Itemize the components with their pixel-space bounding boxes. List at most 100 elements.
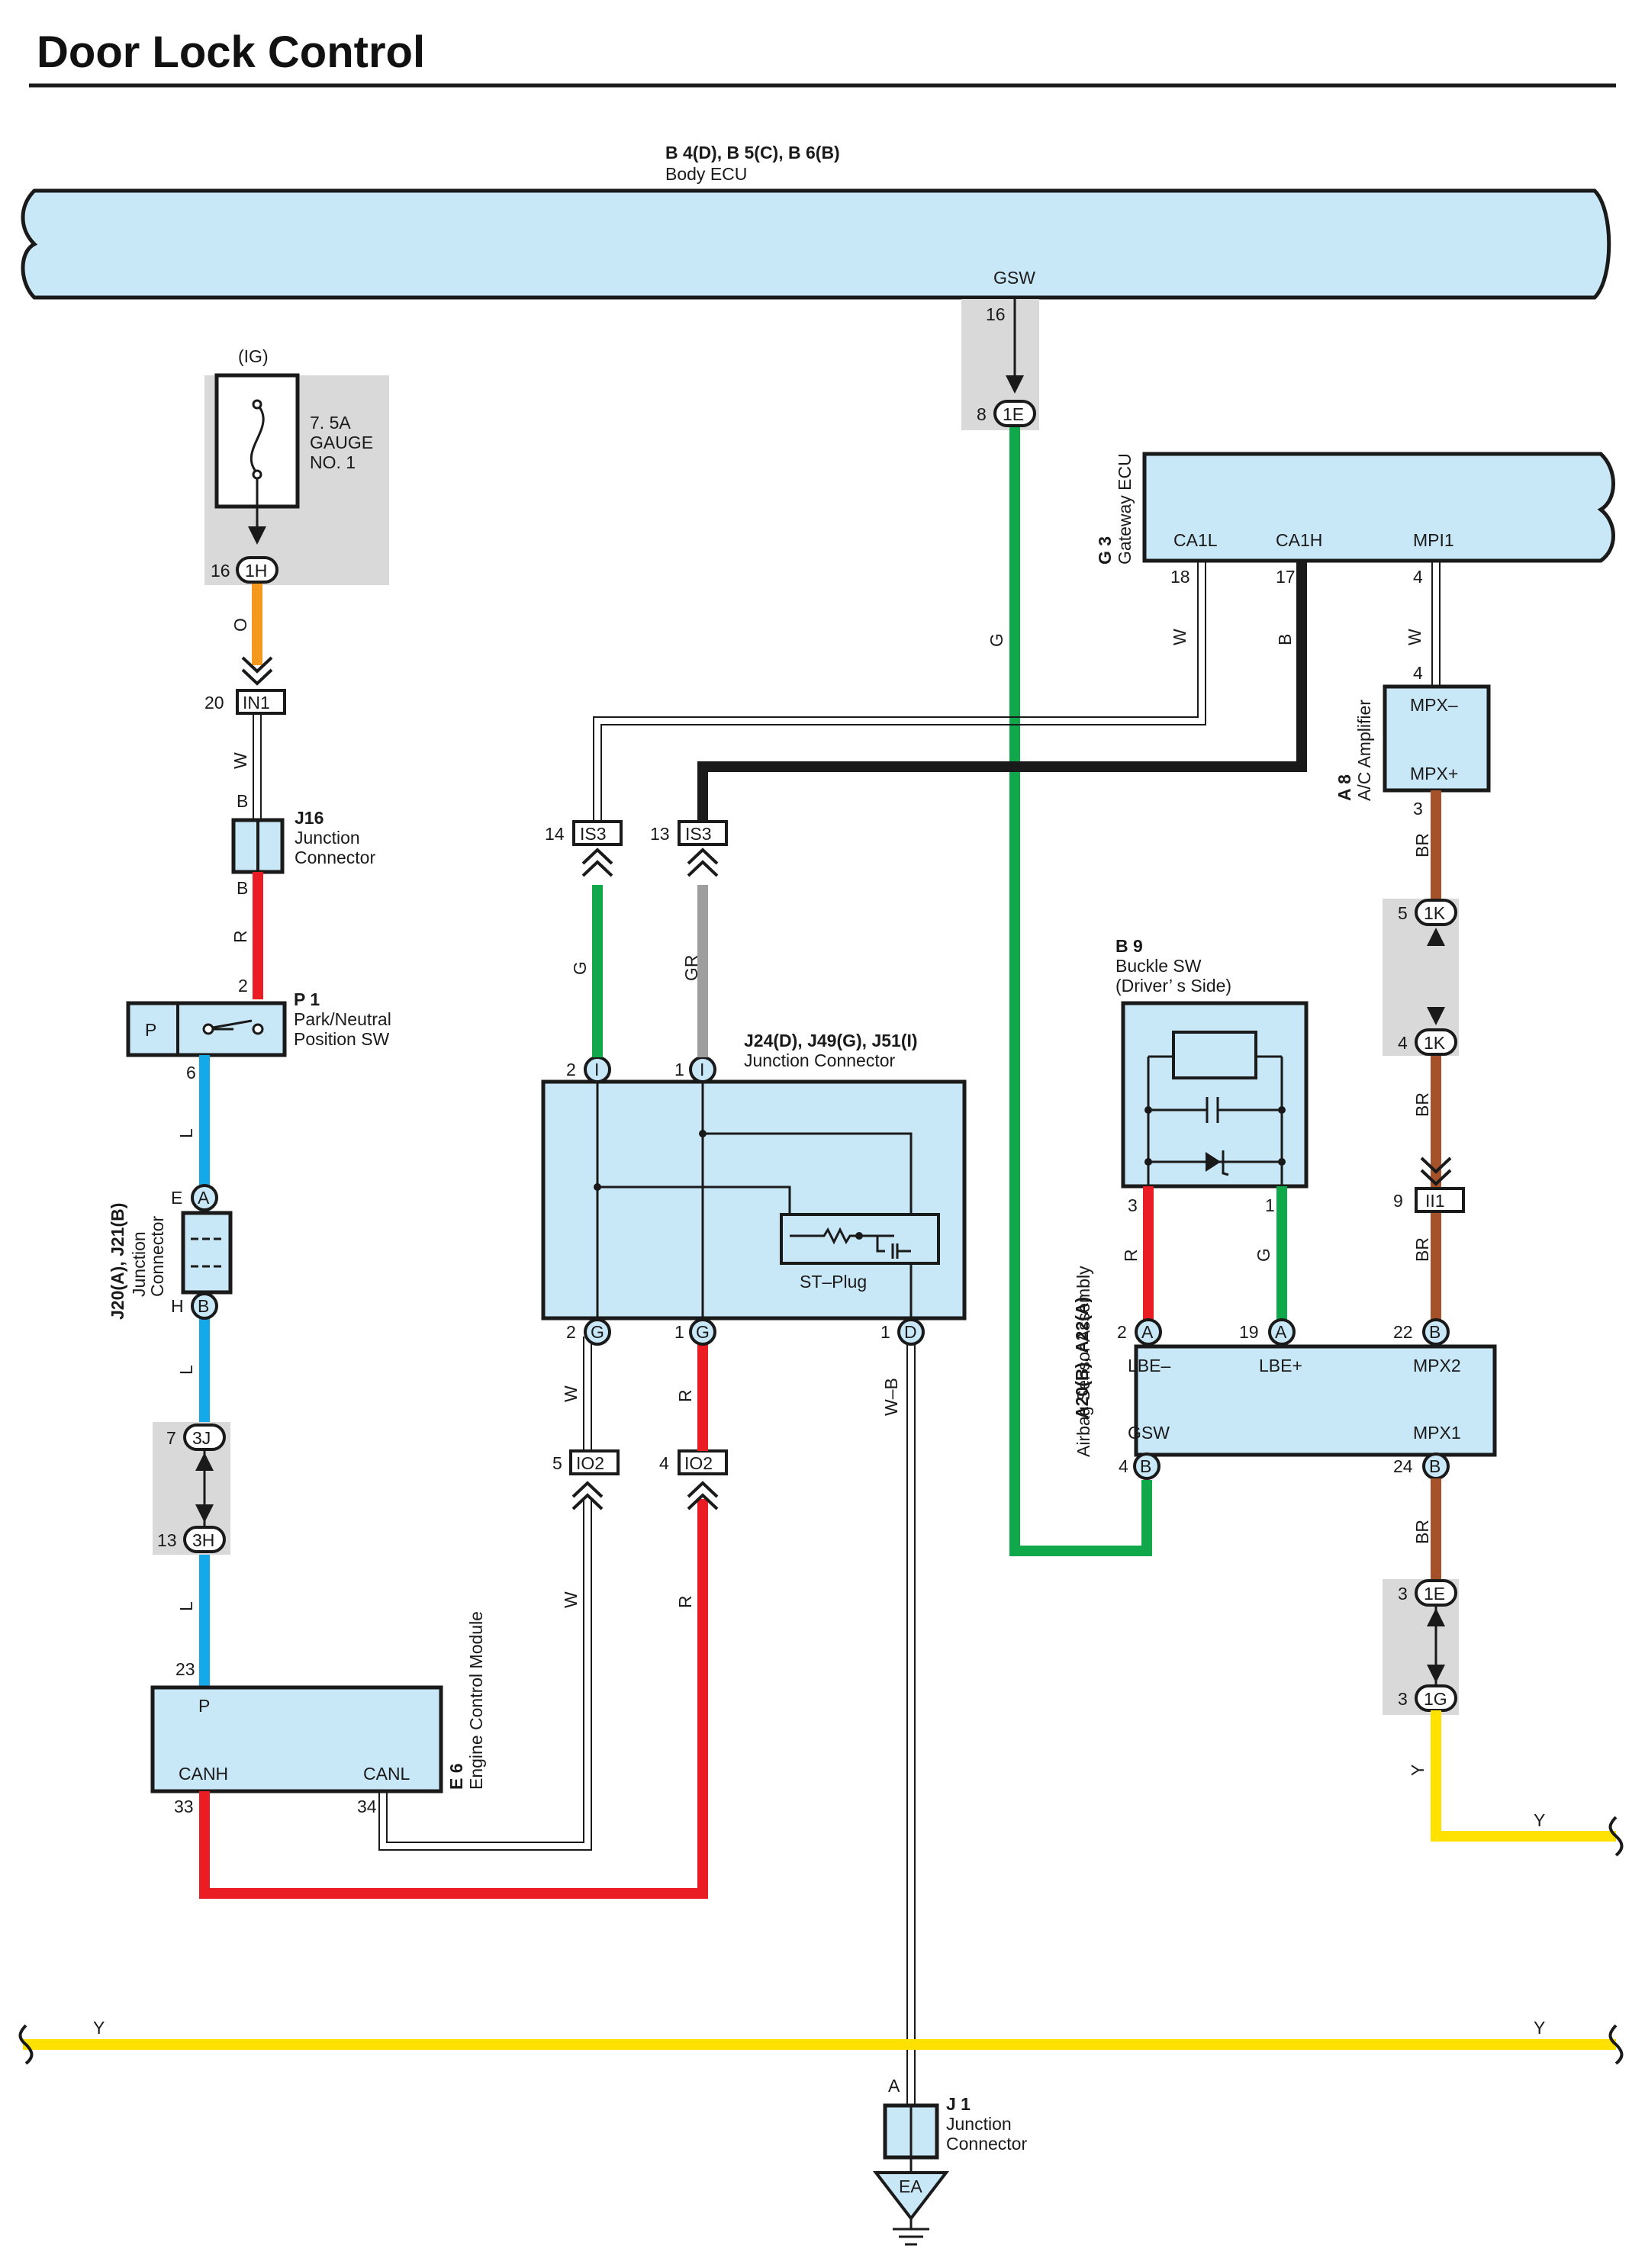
wire-color-label: L	[176, 1365, 196, 1375]
junction-dot	[699, 1130, 707, 1137]
wire-color-label: W	[1170, 629, 1189, 645]
ecm-terminal: CANH	[179, 1764, 228, 1784]
j16-name: Connector	[295, 848, 375, 867]
pin-label: 18	[1170, 567, 1190, 587]
ecm-terminal: P	[198, 1696, 210, 1716]
connector-IS3	[678, 820, 728, 846]
ecm-code: E 6	[446, 1763, 466, 1790]
fuse-icon	[249, 403, 265, 475]
pin-circle	[1422, 1318, 1450, 1346]
pin-label: 33	[174, 1797, 194, 1816]
wire-color-label: G	[570, 961, 590, 975]
break-icon	[1608, 1816, 1624, 1857]
j1-code: J 1	[946, 2094, 971, 2114]
body-ecu-label: Body ECU	[665, 164, 747, 184]
connector-1K	[1415, 1028, 1457, 1056]
pin-label: 6	[186, 1063, 196, 1083]
airbag-terminal: LBE–	[1128, 1356, 1170, 1375]
airbag-box	[1134, 1344, 1497, 1457]
connector-1K	[1415, 899, 1457, 926]
connector-1E	[993, 400, 1036, 427]
pin-circle	[1135, 1318, 1162, 1346]
gateway-terminal: CA1L	[1173, 530, 1218, 550]
wire-b-ca1h	[697, 561, 1307, 822]
pin-label: 16	[986, 304, 1006, 324]
connector-label: IS3	[580, 824, 607, 844]
pin-circle	[1133, 1452, 1161, 1480]
connector-label: 1H	[245, 561, 267, 581]
wire-color-label: B	[1275, 634, 1295, 645]
connector-1H	[236, 556, 278, 584]
buckle-name: (Driver’ s Side)	[1115, 976, 1231, 996]
pin-label: 2	[566, 1060, 576, 1079]
arrow-icon	[248, 526, 266, 545]
switch-contact	[252, 1023, 264, 1035]
pin-label: 2	[238, 976, 248, 996]
airbag-sensor-assembly: A20(B), A22(A) Airbag Sensor Assembly LB…	[1072, 1266, 1497, 1457]
wire-r-canh	[199, 1499, 708, 1899]
junction-dot	[1278, 1106, 1286, 1114]
junction-dot	[594, 1183, 601, 1191]
pin-label: 5	[1398, 903, 1408, 923]
arrow-icon	[195, 1452, 214, 1523]
wire-w-ca1l	[593, 561, 1199, 822]
gateway-terminal: CA1H	[1276, 530, 1322, 550]
plug-icon	[241, 656, 273, 686]
junction-dot	[1278, 1158, 1286, 1166]
buckle-resistor	[1172, 1031, 1257, 1079]
connector-label: 1E	[1003, 404, 1024, 424]
connector-label: 1G	[1424, 1689, 1447, 1709]
wire-color-label: BR	[1412, 1520, 1432, 1544]
ground-label: EA	[899, 2176, 922, 2196]
pin-label: 3	[1413, 799, 1423, 819]
wire-color-label: BR	[1412, 833, 1432, 857]
pin-letter: B	[1429, 1322, 1441, 1342]
wire-color-label: W	[561, 1385, 581, 1402]
junction-connector-j24: J24(D), J49(G), J51(I) Junction Connecto…	[541, 1031, 967, 1321]
wire-color-label: R	[675, 1595, 695, 1608]
pin-label: B	[237, 791, 248, 811]
wire-color-label: W	[1405, 629, 1424, 645]
ac-amp-box	[1383, 684, 1491, 793]
gateway-name: Gateway ECU	[1115, 453, 1135, 565]
pin-label: 3	[1398, 1689, 1408, 1709]
plug-icon	[571, 1481, 604, 1510]
j1-name: Junction	[946, 2114, 1012, 2134]
pin-label: 2	[1117, 1322, 1127, 1342]
pin-label: 24	[1393, 1456, 1413, 1476]
fuse-dot	[252, 399, 262, 410]
pin-label: 9	[1393, 1191, 1403, 1211]
connector-IO2	[569, 1449, 620, 1475]
pin-label: 1	[674, 1060, 684, 1079]
fuse-supply: (IG)	[238, 346, 269, 366]
junction-dot	[1144, 1158, 1152, 1166]
wire-color-label: L	[176, 1128, 196, 1138]
jc-box	[541, 1079, 967, 1321]
gateway-ecu: G 3 Gateway ECU CA1L CA1H MPI1	[1095, 452, 1615, 565]
pin-circle	[689, 1318, 716, 1346]
body-ecu: B 4(D), B 5(C), B 6(B) Body ECU GSW	[21, 143, 1611, 300]
body-ecu-terminal: GSW	[993, 268, 1035, 288]
pin-label: B	[237, 878, 248, 898]
wire-w-canl	[386, 1499, 584, 1843]
ecm-name: Engine Control Module	[466, 1611, 486, 1790]
pin-label: H	[171, 1296, 184, 1316]
pin-circle	[1268, 1318, 1296, 1346]
diode-bar	[1222, 1150, 1229, 1176]
wire-color-label: R	[1121, 1249, 1141, 1262]
gateway-code: G 3	[1095, 536, 1115, 565]
arrow-icon	[1006, 375, 1024, 394]
pin-label: 1	[1265, 1195, 1275, 1215]
fuse-name: GAUGE	[310, 433, 373, 452]
pin-circle	[191, 1292, 218, 1320]
break-icon	[1608, 2024, 1624, 2065]
plug-icon	[581, 848, 613, 877]
resistor-icon	[790, 1227, 911, 1259]
switch-arm	[212, 1019, 253, 1029]
airbag-name: Airbag Sensor Assembly	[1074, 1266, 1093, 1457]
wire-color-label: R	[230, 930, 250, 943]
gateway-terminal: MPI1	[1413, 530, 1454, 550]
pin-label: 1	[674, 1322, 684, 1342]
ac-amp-terminal: MPX+	[1410, 764, 1458, 783]
